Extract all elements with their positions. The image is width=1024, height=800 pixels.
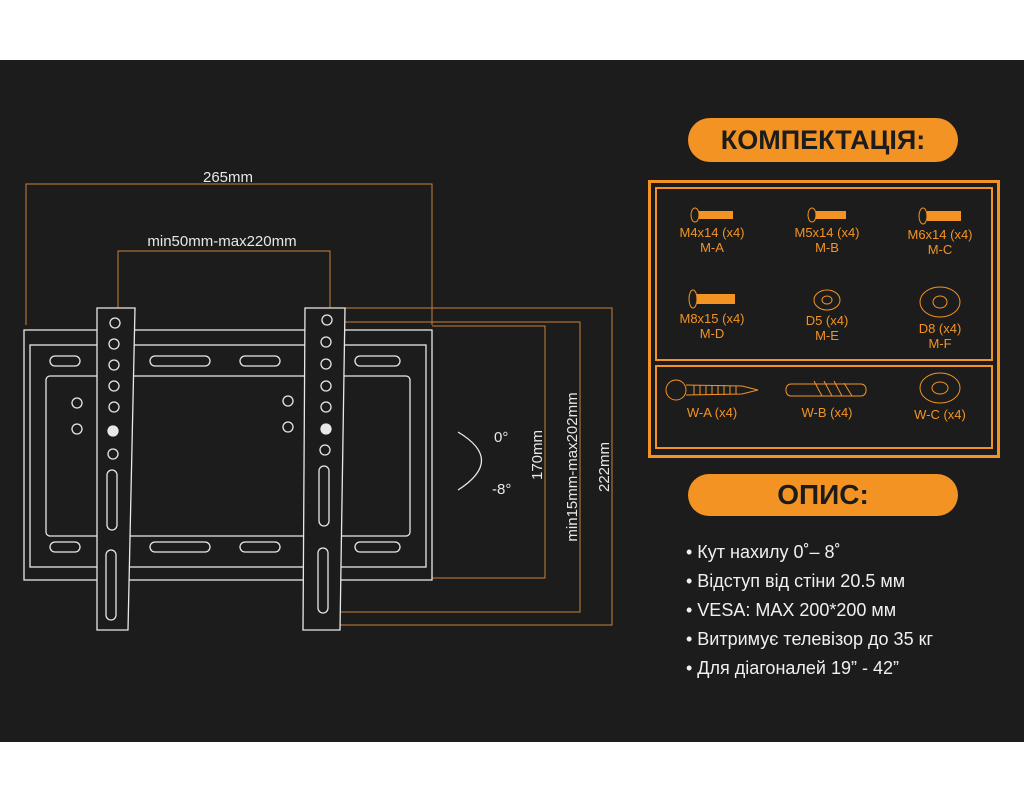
wall-plug-icon — [785, 380, 867, 397]
description-item: • Витримує телевізор до 35 кг — [686, 629, 934, 649]
wall-item-name: W-C (x4) — [914, 407, 966, 422]
wall-item: W-A (x4) — [657, 377, 767, 420]
product-panel — [0, 60, 1024, 742]
description-item: • VESA: MAX 200*200 мм — [686, 600, 897, 620]
bolt-icon — [690, 207, 733, 223]
kit-item-name: M8x15 (x4) — [679, 311, 745, 326]
kit-item: M8x15 (x4)M-D — [657, 289, 767, 341]
kit-box: M4x14 (x4)M-A M5x14 (x4)M-B M6x14 (x4)M-… — [648, 180, 1000, 458]
bolt-icon — [918, 207, 961, 225]
description-item: • Кут нахилу 0˚– 8˚ — [686, 542, 841, 562]
wall-item: W-B (x4) — [772, 377, 882, 420]
kit-item-code: M-F — [928, 336, 952, 351]
kit-item-name: D5 (x4) — [805, 313, 849, 328]
wall-plate — [23, 329, 433, 581]
wood-screw-icon — [665, 379, 759, 401]
kit-item: M5x14 (x4)M-B — [772, 207, 882, 255]
bolt-icon — [688, 289, 735, 309]
kit-item: M4x14 (x4)M-A — [657, 207, 767, 255]
wall-item: W-C (x4) — [885, 371, 995, 422]
kit-item-name: M5x14 (x4) — [794, 225, 860, 240]
washer-icon — [813, 289, 841, 311]
kit-item-code: M-C — [927, 242, 953, 257]
kit-item: D5 (x4)M-E — [772, 289, 882, 343]
description-item: • Відступ від стіни 20.5 мм — [686, 571, 906, 591]
height-170-dimension-line — [432, 325, 546, 579]
tilt-bottom-label: -8° — [492, 481, 511, 498]
kit-item-name: M6x14 (x4) — [907, 227, 973, 242]
width-dimension-line — [25, 183, 433, 325]
kit-item-code: M-A — [700, 240, 724, 255]
wall-item-name: W-B (x4) — [801, 405, 853, 420]
vesa-v-label: min15mm-max202mm — [564, 392, 581, 541]
vesa-h-dimension-line — [117, 250, 331, 322]
kit-item-code: M-B — [815, 240, 839, 255]
height-222-dimension-line — [340, 307, 613, 626]
description-title: ОПИС: — [688, 474, 958, 516]
height-170-label: 170mm — [529, 430, 546, 480]
wall-hardware-section: W-A (x4) W-B (x4) W-C (x4) — [655, 365, 993, 449]
kit-item-name: D8 (x4) — [918, 321, 962, 336]
wall-item-name: W-A (x4) — [686, 405, 738, 420]
mounting-hardware-section: M4x14 (x4)M-A M5x14 (x4)M-B M6x14 (x4)M-… — [655, 187, 993, 361]
washer-icon — [919, 286, 961, 318]
kit-item: M6x14 (x4)M-C — [885, 207, 995, 257]
kit-item-code: M-E — [815, 328, 839, 343]
height-222-label: 222mm — [596, 442, 613, 492]
kit-title: КОМПЕКТАЦІЯ: — [688, 118, 958, 162]
width-label: 265mm — [203, 169, 253, 186]
kit-item-name: M4x14 (x4) — [679, 225, 745, 240]
vertical-strips — [71, 307, 346, 631]
washer-icon — [919, 372, 961, 404]
vesa-v-dimension-line — [330, 321, 581, 613]
kit-item: D8 (x4)M-F — [885, 285, 995, 351]
tilt-top-label: 0° — [494, 429, 508, 446]
description-item: • Для діагоналей 19” - 42” — [686, 658, 899, 678]
description-list: • Кут нахилу 0˚– 8˚ • Відступ від стіни … — [686, 538, 933, 683]
bolt-icon — [807, 207, 846, 223]
tilt-arc-icon — [457, 431, 483, 491]
kit-item-code: M-D — [699, 326, 725, 341]
vesa-h-label: min50mm-max220mm — [147, 233, 296, 250]
